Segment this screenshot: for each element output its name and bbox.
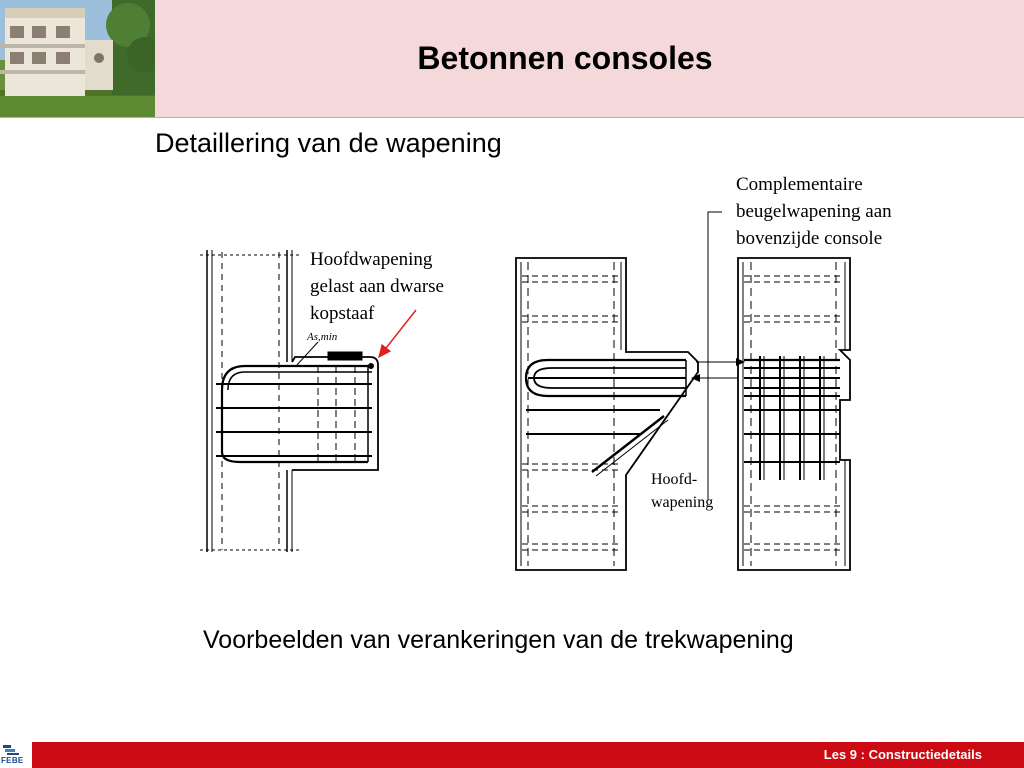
- left-console-drawing: [200, 250, 379, 552]
- header-building-photo: [0, 0, 155, 117]
- right-stirrups-line-2: beugelwapening aan: [736, 201, 892, 222]
- red-pointer-arrow: [378, 309, 417, 359]
- right-stirrups-annotation: Complementaire beugelwapening aan bovenz…: [736, 171, 892, 252]
- right-main-bar-annotation: Hoofd- wapening: [651, 468, 713, 514]
- header-band: Betonnen consoles: [0, 0, 1024, 118]
- right-main-bar-line-1: Hoofd-: [651, 471, 698, 488]
- febe-logo: FEBE: [0, 742, 32, 768]
- right-main-bar-line-2: wapening: [651, 494, 714, 511]
- febe-logo-text: FEBE: [1, 756, 24, 765]
- right-stirrups-line-3: bovenzijde console: [736, 228, 883, 249]
- slide-title: Betonnen consoles: [417, 40, 713, 76]
- footer-bar: Les 9 : Constructiedetails: [0, 742, 1024, 768]
- figure-caption: Voorbeelden van verankeringen van de tre…: [203, 626, 794, 654]
- left-main-bar-line-3: kopstaaf: [310, 303, 375, 324]
- right-leader-lines: [696, 211, 738, 500]
- footer-lesson-label: Les 9 : Constructiedetails: [823, 747, 982, 762]
- left-main-bar-line-2: gelast aan dwarse: [310, 276, 444, 297]
- left-as-min-symbol: As,min: [306, 331, 338, 343]
- right-console-front-view: [737, 257, 851, 571]
- left-main-bar-line-1: Hoofdwapening: [310, 249, 433, 270]
- slide-subtitle: Detaillering van de wapening: [155, 128, 502, 158]
- right-stirrups-line-1: Complementaire: [736, 174, 863, 195]
- left-main-bar-annotation: Hoofdwapening gelast aan dwarse kopstaaf: [310, 246, 444, 327]
- right-console-side-view: [515, 257, 699, 571]
